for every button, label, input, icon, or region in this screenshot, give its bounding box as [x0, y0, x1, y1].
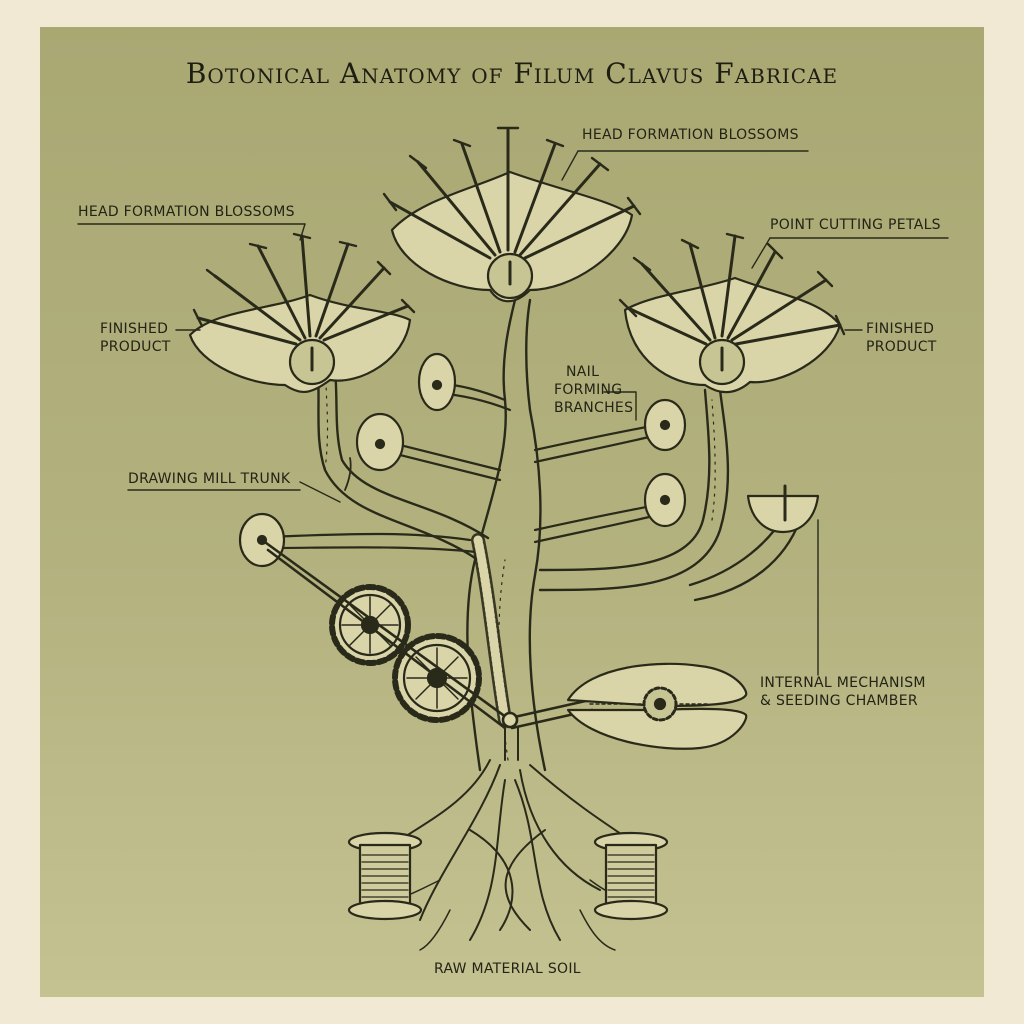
- label-internal-mechanism-line2: & SEEDING CHAMBER: [760, 693, 918, 709]
- seeding-chamber: [566, 662, 748, 750]
- label-nail-forming-line1: NAIL: [566, 364, 600, 380]
- nail-forming-branches: [260, 381, 664, 554]
- flower-left: [188, 232, 416, 393]
- label-finished-right-line2: PRODUCT: [866, 339, 937, 355]
- label-finished-right-line1: FINISHED: [866, 321, 935, 337]
- label-raw-material-soil: RAW MATERIAL SOIL: [434, 961, 581, 977]
- spool-left: [347, 831, 423, 921]
- label-nail-forming-line2: FORMING: [554, 382, 623, 398]
- leader-lines: [77, 150, 949, 676]
- label-nail-forming-line3: BRANCHES: [554, 400, 634, 416]
- label-drawing-mill-trunk: DRAWING MILL TRUNK: [128, 471, 291, 487]
- page-title: Botonical Anatomy of Filum Clavus Fabric…: [185, 57, 839, 90]
- flower-center: [382, 126, 642, 303]
- flower-right: [618, 232, 846, 394]
- label-point-cutting-petals: POINT CUTTING PETALS: [770, 217, 941, 233]
- label-head-formation-top: HEAD FORMATION BLOSSOMS: [582, 127, 799, 143]
- linkage-rods: [260, 538, 594, 761]
- label-finished-left-line2: PRODUCT: [100, 339, 171, 355]
- drawing-mill-coil: [471, 533, 512, 727]
- spool-right: [593, 831, 669, 921]
- label-head-formation-left: HEAD FORMATION BLOSSOMS: [78, 204, 295, 220]
- collection-cup: [746, 484, 820, 534]
- label-finished-left-line1: FINISHED: [100, 321, 169, 337]
- label-internal-mechanism-line1: INTERNAL MECHANISM: [760, 675, 926, 691]
